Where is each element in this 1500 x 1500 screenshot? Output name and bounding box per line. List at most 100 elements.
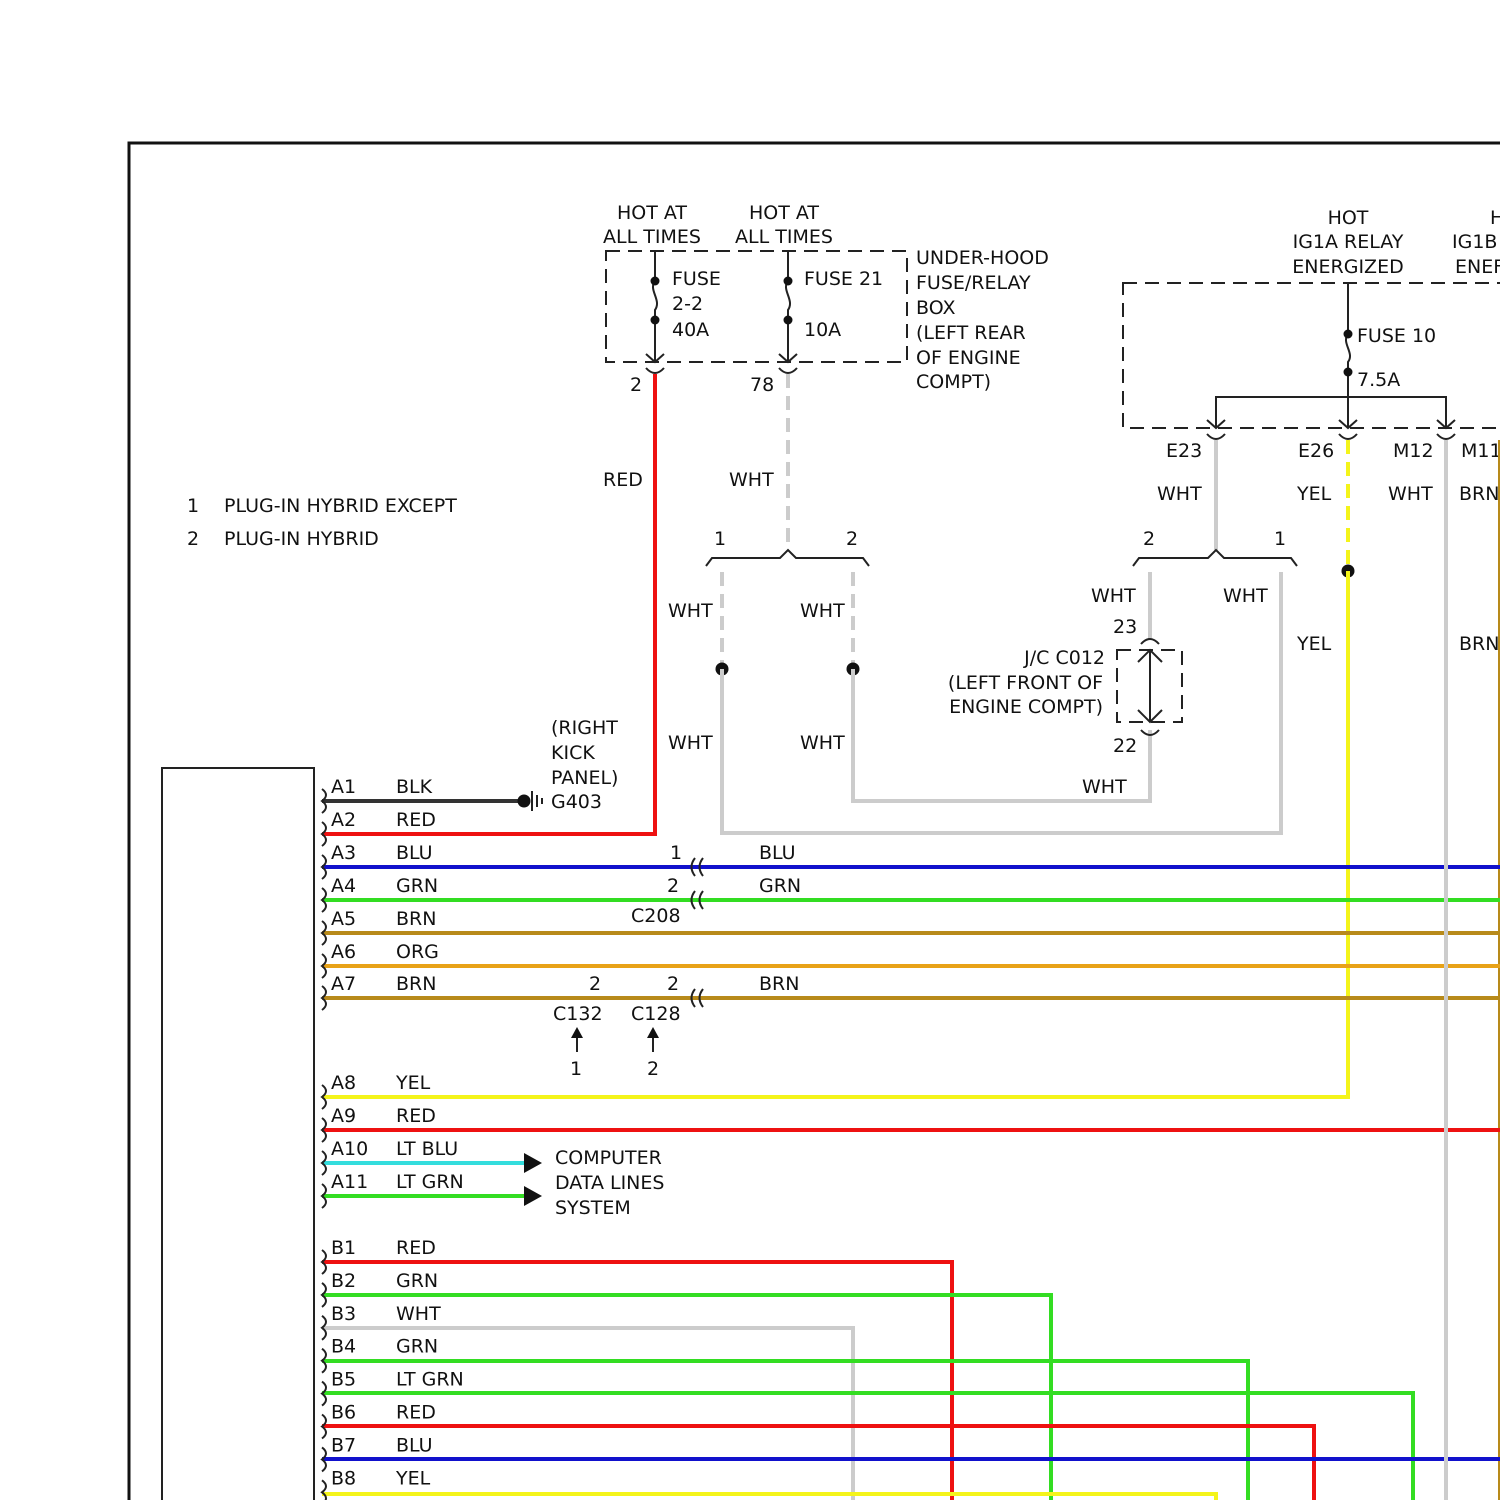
computer-data-label-3: SYSTEM bbox=[555, 1197, 631, 1219]
arrow-right-icon bbox=[524, 1186, 542, 1206]
hot-label-3a: HOT bbox=[1328, 207, 1369, 229]
wire-red-b6 bbox=[322, 1426, 1314, 1500]
control-module-box bbox=[162, 768, 314, 1500]
ground-dot bbox=[518, 795, 531, 808]
pin-e23-label: E23 bbox=[1166, 440, 1202, 462]
junction-label-2: (LEFT FRONT OF bbox=[948, 672, 1103, 694]
wire-label-yel: YEL bbox=[1296, 483, 1332, 505]
wire-red-fuse-to-a2 bbox=[322, 374, 655, 834]
splice-bracket-1 bbox=[706, 550, 869, 566]
wire-label-wht: WHT bbox=[1082, 776, 1127, 798]
wire-label-brn: BRN bbox=[1459, 483, 1499, 505]
fuse-box-label-4: (LEFT REAR bbox=[916, 322, 1026, 344]
fuse-21-rating: 10A bbox=[804, 319, 841, 341]
pin-wire-color: RED bbox=[396, 1105, 436, 1127]
pin-wire-color: RED bbox=[396, 1237, 436, 1259]
splice-pin-2: 2 bbox=[846, 528, 858, 550]
fuse-21-dot-bottom bbox=[784, 316, 793, 325]
splice-pin-2: 2 bbox=[1143, 528, 1155, 550]
hot-label-1a: HOT AT bbox=[617, 202, 687, 224]
fuse-box-label-3: BOX bbox=[916, 297, 955, 319]
fuse-2-2-dot-bottom bbox=[651, 316, 660, 325]
wire-label-wht: WHT bbox=[1091, 585, 1136, 607]
hot-label-2b: ALL TIMES bbox=[735, 226, 833, 248]
pin-label: A9 bbox=[331, 1105, 356, 1127]
fuse-10-rating: 7.5A bbox=[1357, 369, 1400, 391]
pin-label: B3 bbox=[331, 1303, 356, 1325]
pin-wire-color: LT GRN bbox=[396, 1171, 464, 1193]
arrow-up-icon bbox=[647, 1027, 659, 1038]
fuse-box-label-1: UNDER-HOOD bbox=[916, 247, 1049, 269]
fuse-10-symbol bbox=[1346, 283, 1350, 428]
connector-wire-label: BRN bbox=[759, 973, 799, 995]
wire-label-wht: WHT bbox=[1388, 483, 1433, 505]
pin-wire-color: BLU bbox=[396, 842, 433, 864]
pin-label: A3 bbox=[331, 842, 356, 864]
pin-label: B2 bbox=[331, 1270, 356, 1292]
legend-text-1: PLUG-IN HYBRID EXCEPT bbox=[224, 495, 457, 517]
splice-pin-1: 1 bbox=[1274, 528, 1286, 550]
hot-label-4c: ENEF bbox=[1455, 256, 1500, 278]
fuse-2-2-number: 2-2 bbox=[672, 293, 703, 315]
arrow-right-icon bbox=[524, 1153, 542, 1173]
fuse-box-label-5: OF ENGINE bbox=[916, 347, 1021, 369]
pin-label: A8 bbox=[331, 1072, 356, 1094]
pin-label: B8 bbox=[331, 1467, 356, 1489]
wire-label-wht: WHT bbox=[668, 732, 713, 754]
pin-connector-bracket bbox=[322, 1480, 326, 1500]
pin-wire-color: LT GRN bbox=[396, 1369, 464, 1391]
wire-label-wht: WHT bbox=[800, 600, 845, 622]
fuse-10-name: FUSE 10 bbox=[1357, 325, 1436, 347]
pin-label: B5 bbox=[331, 1369, 356, 1391]
pin-label: A6 bbox=[331, 941, 356, 963]
wire-label-red: RED bbox=[603, 469, 643, 491]
wire-label-wht: WHT bbox=[668, 600, 713, 622]
computer-data-label-2: DATA LINES bbox=[555, 1172, 664, 1194]
pin-e26-label: E26 bbox=[1298, 440, 1334, 462]
fuse-2-2-name: FUSE bbox=[672, 268, 721, 290]
pin-label: B7 bbox=[331, 1434, 356, 1456]
connector-pin-num: 1 bbox=[670, 842, 682, 864]
connector-c128-label: C128 bbox=[631, 1003, 681, 1025]
hot-label-4b: IG1B bbox=[1452, 231, 1497, 253]
relay-fuse-box bbox=[1123, 283, 1500, 428]
pin-wire-color: WHT bbox=[396, 1303, 441, 1325]
ground-symbol bbox=[532, 791, 542, 811]
connector-pin-num: 2 bbox=[667, 973, 679, 995]
pin-m12-label: M12 bbox=[1393, 440, 1434, 462]
ground-label-1: (RIGHT bbox=[551, 717, 618, 739]
pin-wire-color: ORG bbox=[396, 941, 439, 963]
pin-label: B1 bbox=[331, 1237, 356, 1259]
ground-label-2: KICK bbox=[551, 742, 595, 764]
fuse-21-symbol bbox=[786, 251, 790, 362]
pin-label: A11 bbox=[331, 1171, 368, 1193]
pin-wire-color: YEL bbox=[395, 1467, 431, 1489]
fuse-21-name: FUSE 21 bbox=[804, 268, 883, 290]
hot-label-2a: HOT AT bbox=[749, 202, 819, 224]
wire-label-wht: WHT bbox=[1223, 585, 1268, 607]
pin-wire-color: YEL bbox=[395, 1072, 431, 1094]
hot-label-3c: ENERGIZED bbox=[1292, 256, 1403, 278]
computer-data-label-1: COMPUTER bbox=[555, 1147, 662, 1169]
hot-label-3b: IG1A RELAY bbox=[1293, 231, 1404, 253]
ground-label-3: PANEL) bbox=[551, 767, 618, 789]
pin-label: A7 bbox=[331, 973, 356, 995]
pin-label: A5 bbox=[331, 908, 356, 930]
pin-wire-color: BRN bbox=[396, 973, 436, 995]
wire-label-wht: WHT bbox=[1157, 483, 1202, 505]
pin-label: B4 bbox=[331, 1336, 356, 1358]
hot-label-4a: H bbox=[1490, 207, 1500, 229]
wire-yel-b8 bbox=[322, 1494, 1216, 1500]
pin-wire-color: GRN bbox=[396, 875, 438, 897]
pin-wire-color: BRN bbox=[396, 908, 436, 930]
wire-label-yel: YEL bbox=[1296, 633, 1332, 655]
pin-label: A10 bbox=[331, 1138, 368, 1160]
legend-num-2: 2 bbox=[187, 528, 199, 550]
wire-label-wht: WHT bbox=[729, 469, 774, 491]
pin-wire-color: BLK bbox=[396, 776, 433, 798]
junction-arrow bbox=[1138, 650, 1162, 722]
fuse-10-dot-bottom bbox=[1344, 368, 1353, 377]
connector-c208-label: C208 bbox=[631, 905, 681, 927]
pin-wire-color: GRN bbox=[396, 1270, 438, 1292]
